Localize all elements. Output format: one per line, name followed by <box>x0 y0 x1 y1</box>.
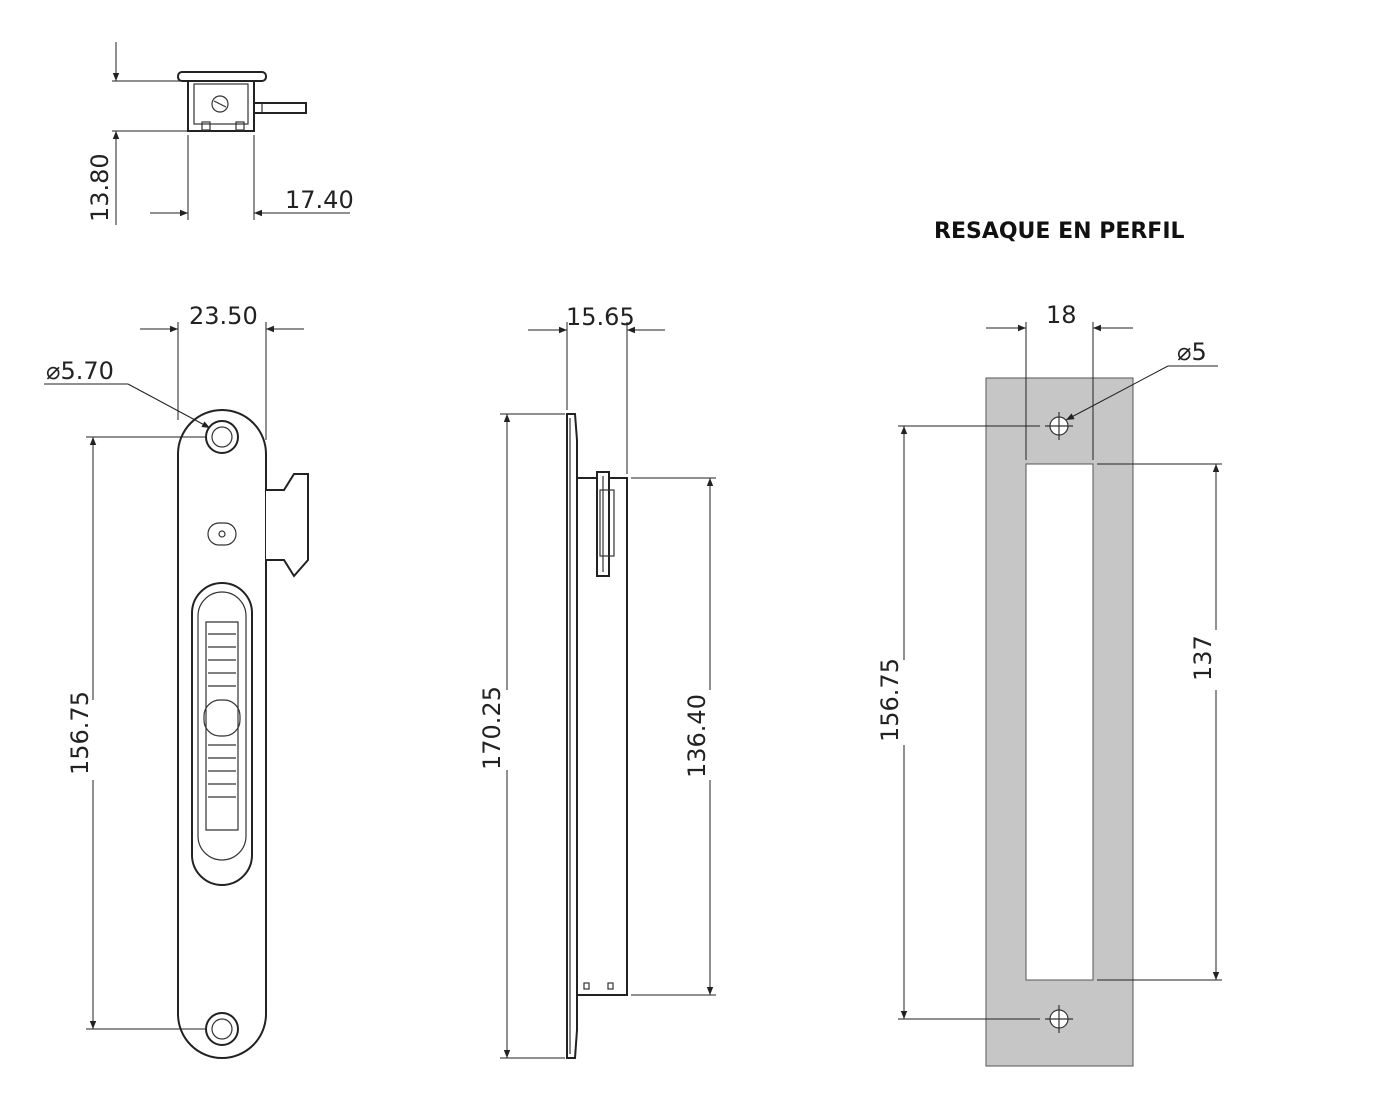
profile-slot <box>1025 463 1094 981</box>
dim-side-body-height: 136.40 <box>683 694 711 778</box>
profile-cutout-view: RESAQUE EN PERFIL 18 ⌀5 156.75 137 <box>876 219 1222 1067</box>
dim-profile-hole-spacing: 156.75 <box>876 658 904 742</box>
dim-front-hole: ⌀5.70 <box>46 357 114 385</box>
top-body <box>187 80 255 132</box>
front-view: 23.50 ⌀5.70 156.75 <box>44 302 309 1059</box>
dim-top-width: 17.40 <box>285 186 354 214</box>
front-latch-hook <box>266 473 309 578</box>
small-slot <box>207 522 237 546</box>
side-plate <box>566 413 578 1059</box>
dim-profile-slot-height: 137 <box>1189 635 1217 681</box>
dim-profile-hole: ⌀5 <box>1177 338 1207 366</box>
dim-side-width: 15.65 <box>566 303 635 331</box>
grip-ribs <box>208 633 236 798</box>
dim-front-hole-spacing: 156.75 <box>66 691 94 775</box>
dim-side-total-height: 170.25 <box>478 686 506 770</box>
top-cap <box>177 71 267 82</box>
top-view: 13.80 17.40 <box>86 42 354 225</box>
top-screw-icon <box>211 95 229 113</box>
top-screw-hole-icon <box>205 420 239 454</box>
dim-profile-width: 18 <box>1046 301 1077 329</box>
dim-top-height: 13.80 <box>86 153 114 222</box>
dim-front-width: 23.50 <box>189 302 258 330</box>
profile-title: RESAQUE EN PERFIL <box>934 219 1185 244</box>
side-view: 15.65 170.25 136.40 <box>478 303 716 1059</box>
top-latch-pin <box>253 102 307 114</box>
handle-button-icon <box>203 699 241 737</box>
handle-recess <box>191 582 253 886</box>
bottom-screw-hole-icon <box>205 1012 239 1046</box>
